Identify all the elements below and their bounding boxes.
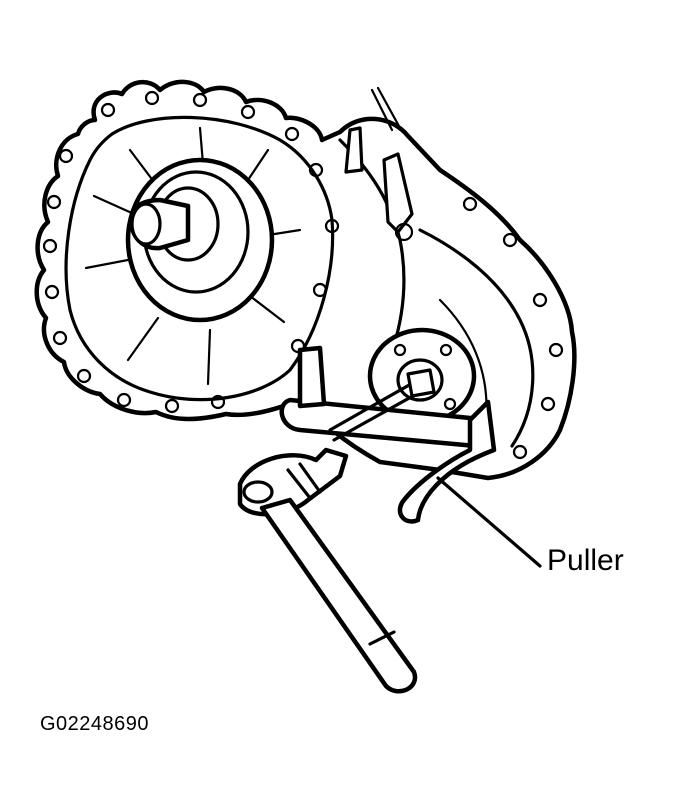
front-output-shaft [125, 157, 275, 323]
puller-leader-line [436, 476, 542, 568]
flange-bolt-holes [42, 90, 340, 414]
puller-callout-label: Puller [547, 544, 624, 577]
figure-code: G02248690 [40, 713, 150, 735]
puller-assembly [237, 327, 497, 694]
